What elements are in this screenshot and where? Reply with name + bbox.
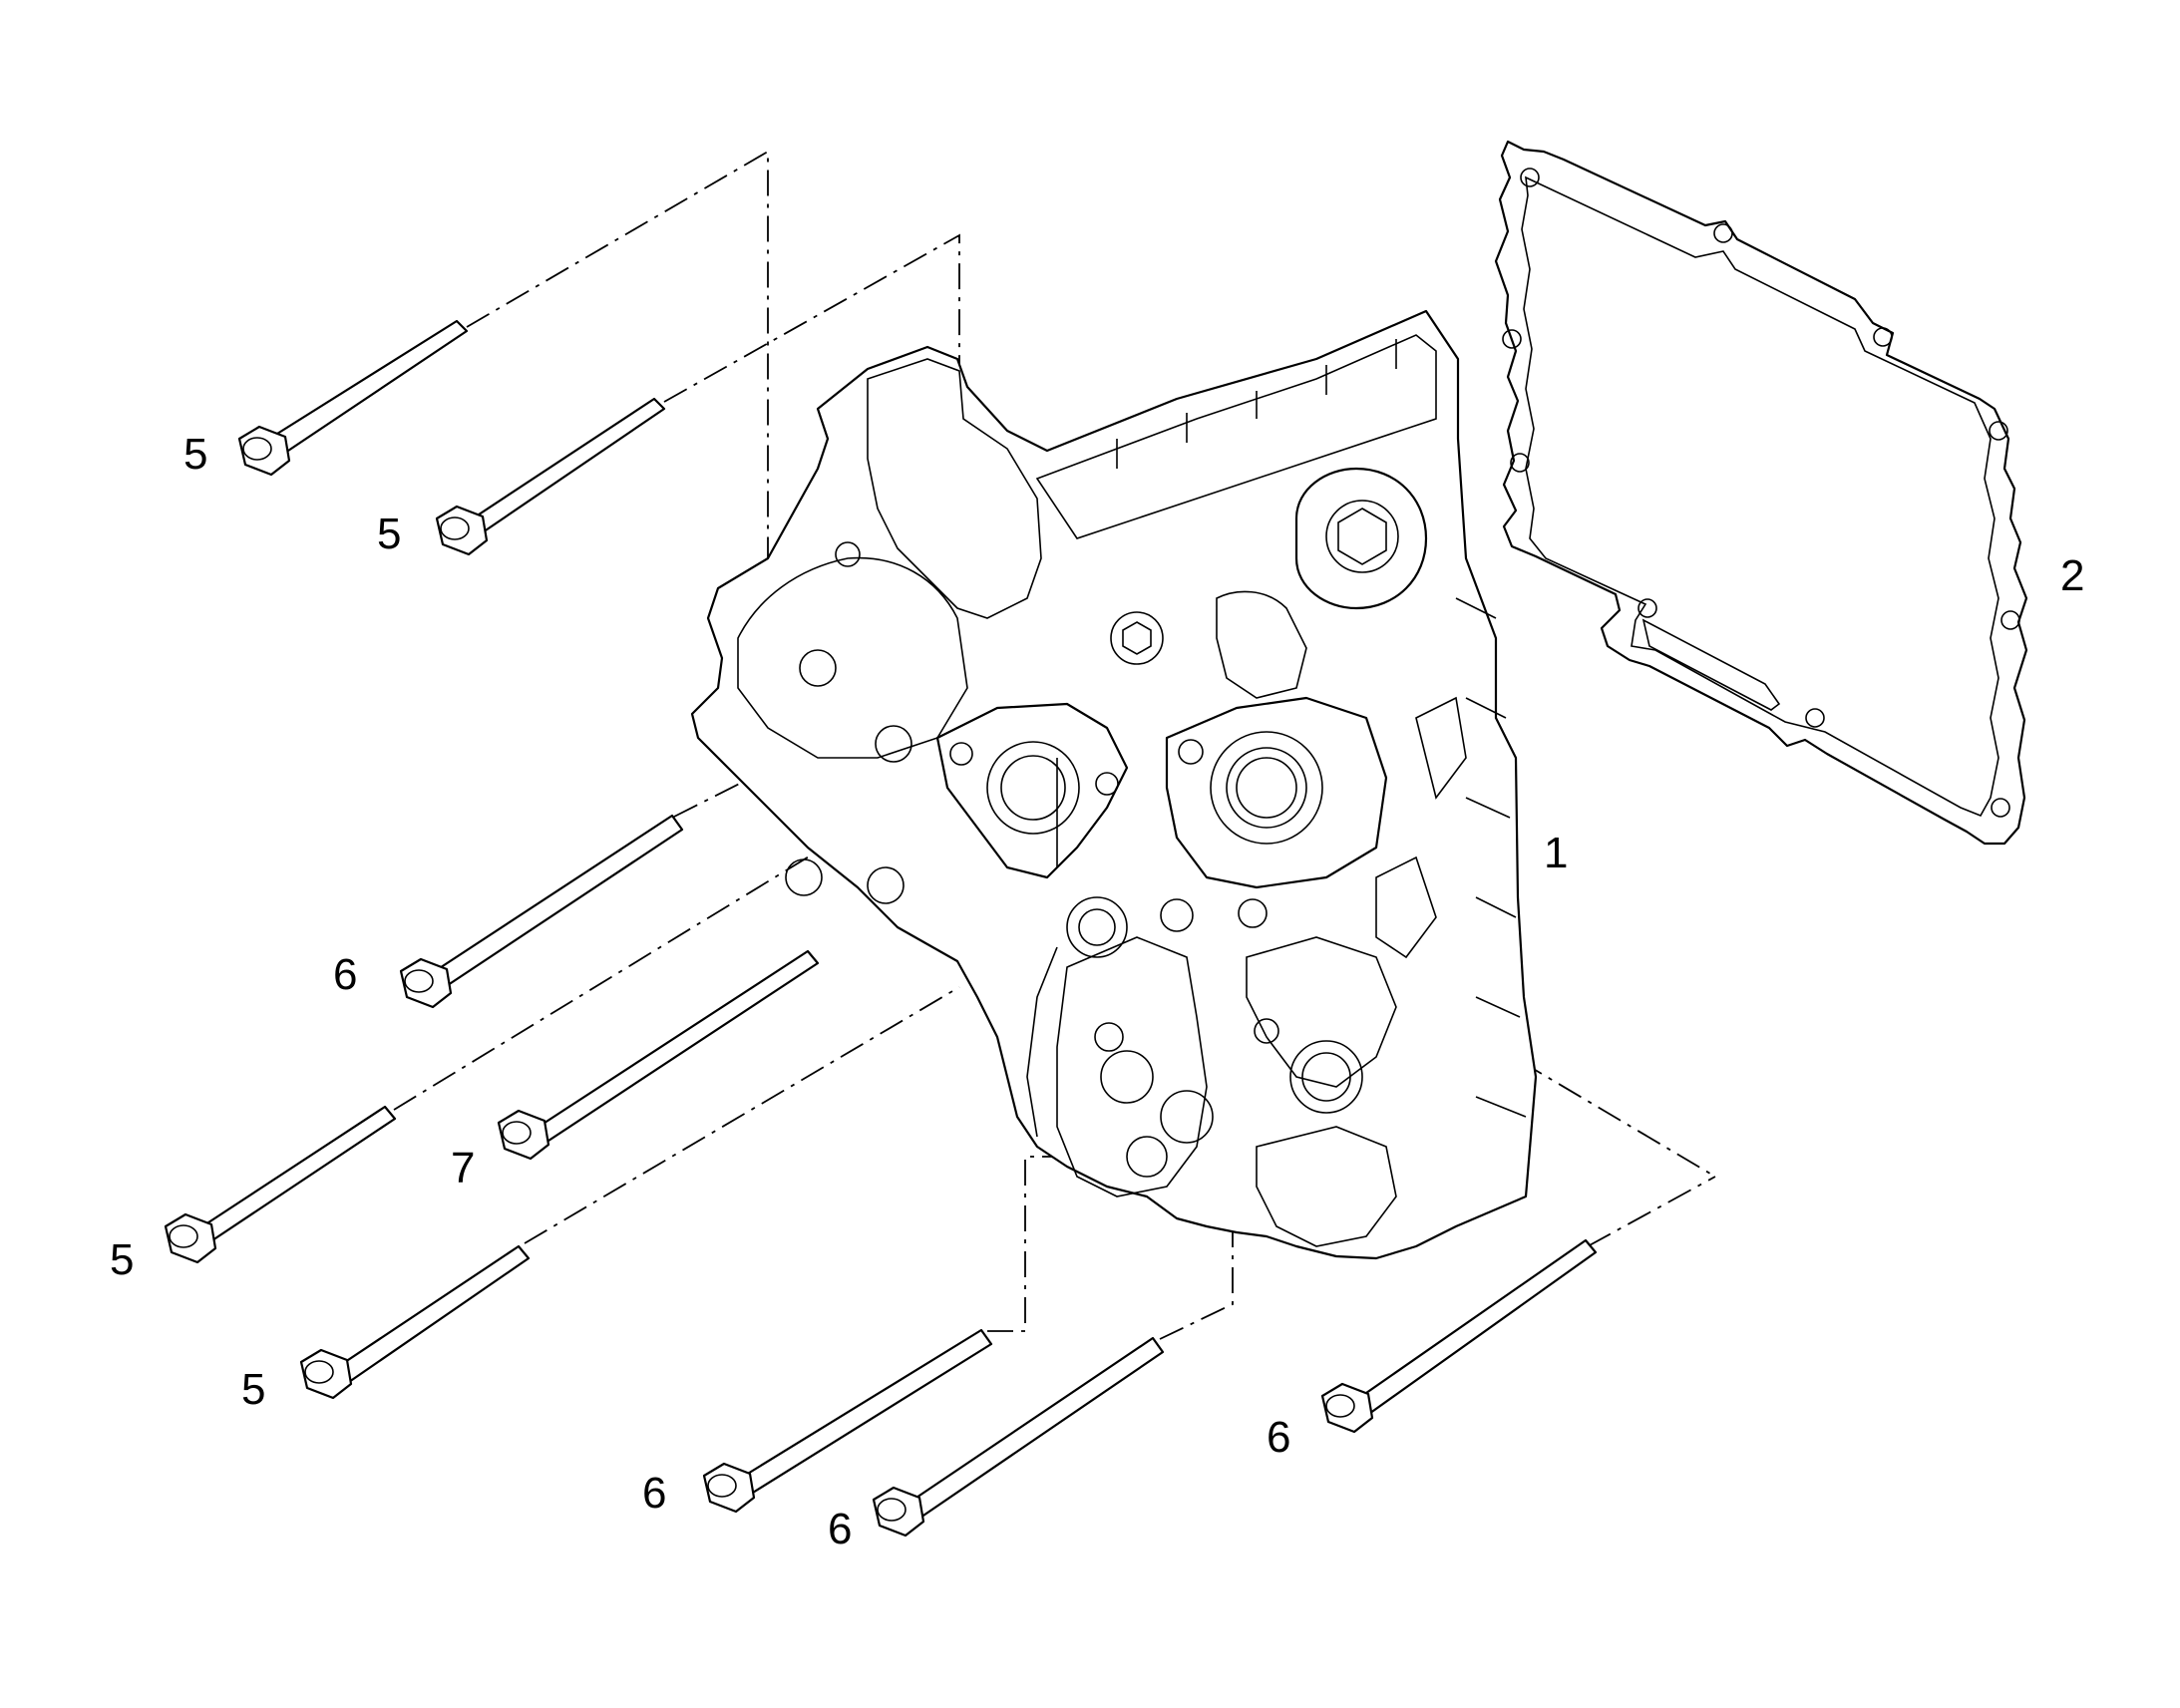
bolt-6c xyxy=(872,1336,1165,1537)
callout-5b: 5 xyxy=(377,510,401,558)
callout-6b: 6 xyxy=(642,1469,666,1518)
bolt-5b xyxy=(435,397,666,556)
bolt-7 xyxy=(497,949,820,1161)
bolt-5c xyxy=(164,1105,397,1264)
callout-labels: 1 2 5 5 6 7 5 5 6 6 6 xyxy=(110,430,2084,1553)
callout-5a: 5 xyxy=(183,430,207,479)
callout-7: 7 xyxy=(451,1144,475,1193)
callout-5c: 5 xyxy=(110,1235,134,1284)
gasket-part-2 xyxy=(1494,140,2028,846)
bolt-6b xyxy=(702,1328,993,1514)
callout-6a: 6 xyxy=(333,950,357,999)
callout-1: 1 xyxy=(1544,829,1568,877)
bolt-5d xyxy=(299,1244,531,1400)
bolts xyxy=(164,319,1598,1537)
callout-5d: 5 xyxy=(241,1365,265,1414)
housing-cover-part-1 xyxy=(690,309,1538,1260)
bolt-6d xyxy=(1320,1238,1598,1434)
callout-6c: 6 xyxy=(828,1505,852,1553)
bolt-6a xyxy=(399,814,684,1009)
callout-2: 2 xyxy=(2060,551,2084,600)
bolt-5a xyxy=(237,319,469,477)
callout-6d: 6 xyxy=(1267,1413,1290,1462)
